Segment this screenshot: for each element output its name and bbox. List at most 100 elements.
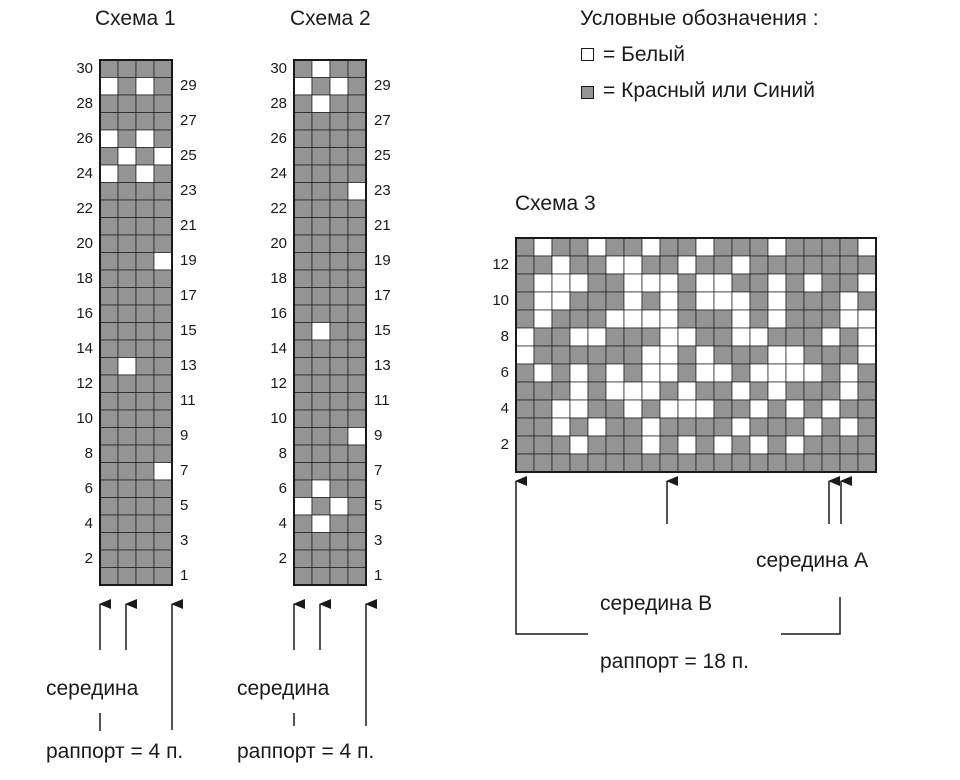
chart3-cell [515, 417, 535, 437]
chart2-cell [329, 374, 349, 393]
row-number: 19 [180, 252, 197, 269]
chart3-cell [605, 453, 625, 473]
chart3-cell [551, 237, 571, 257]
chart3-cell [623, 309, 643, 329]
row-number: 3 [374, 532, 383, 549]
chart1-cell [153, 357, 173, 376]
row-number: 4 [500, 400, 509, 417]
chart3-cell [641, 291, 661, 311]
chart1-cell [135, 392, 155, 411]
chart2-cell [347, 304, 367, 323]
row-number: 7 [180, 462, 189, 479]
chart3-cell [749, 363, 769, 383]
chart3-repeat-label: раппорт = 18 п. [600, 650, 749, 673]
chart2-cell [329, 147, 349, 166]
chart3-cell [713, 255, 733, 275]
chart3-cell [803, 435, 823, 455]
legend-white-swatch [581, 48, 594, 61]
row-number: 3 [180, 532, 189, 549]
chart2-cell [329, 59, 349, 78]
chart3-cell [605, 309, 625, 329]
chart3-cell [605, 291, 625, 311]
chart3-cell [785, 237, 805, 257]
row-number: 28 [76, 95, 93, 112]
row-number: 22 [270, 200, 287, 217]
chart2-cell [329, 444, 349, 463]
chart2-cell [347, 532, 367, 551]
chart3-cell [767, 381, 787, 401]
chart3-cell [551, 255, 571, 275]
chart2-cell [347, 339, 367, 358]
chart2-cell [347, 462, 367, 481]
chart3-cell [713, 435, 733, 455]
chart3-cell [551, 327, 571, 347]
chart1-cell [135, 94, 155, 113]
chart3-cell [587, 237, 607, 257]
chart3-cell [569, 435, 589, 455]
chart2-cell [347, 322, 367, 341]
chart3-cell [623, 453, 643, 473]
chart3-cell [749, 273, 769, 293]
chart3-cell [515, 363, 535, 383]
row-number: 29 [180, 77, 197, 94]
chart2-cell [293, 479, 313, 498]
chart3-cell [821, 291, 841, 311]
chart1-cell [135, 304, 155, 323]
chart2-cell [293, 199, 313, 218]
chart3-cell [785, 309, 805, 329]
chart2-cell [293, 322, 313, 341]
row-number: 24 [76, 165, 93, 182]
chart1-cell [99, 304, 119, 323]
chart2-cell [311, 77, 331, 96]
chart3-cell [785, 399, 805, 419]
chart1-cell [153, 392, 173, 411]
chart2-cell [329, 164, 349, 183]
chart3-cell [587, 273, 607, 293]
chart3-cell [659, 435, 679, 455]
chart1-cell [99, 269, 119, 288]
chart3-cell [713, 327, 733, 347]
chart2-cell [347, 514, 367, 533]
chart3-cell [623, 417, 643, 437]
chart3-cell [785, 417, 805, 437]
chart3-cell [713, 237, 733, 257]
chart3-cell [587, 345, 607, 365]
row-number: 12 [270, 375, 287, 392]
chart2-cell [329, 252, 349, 271]
chart3-cell [533, 255, 553, 275]
chart1-cell [99, 409, 119, 428]
chart3-cell [641, 363, 661, 383]
chart2-cell [347, 94, 367, 113]
chart3-cell [587, 453, 607, 473]
chart1-cell [117, 374, 137, 393]
chart3-cell [857, 255, 877, 275]
chart1-cell [117, 94, 137, 113]
chart1-cell [99, 567, 119, 586]
chart2-cell [329, 322, 349, 341]
chart1-cell [135, 497, 155, 516]
chart2-cell [293, 164, 313, 183]
chart1-cell [117, 112, 137, 131]
chart3-cell [515, 309, 535, 329]
chart2-cell [311, 304, 331, 323]
chart3-cell [515, 327, 535, 347]
chart3-cell [533, 309, 553, 329]
chart3-cell [515, 291, 535, 311]
chart3-cell [857, 453, 877, 473]
chart2-cell [347, 374, 367, 393]
chart3-cell [623, 291, 643, 311]
chart1-cell [153, 409, 173, 428]
row-number: 10 [270, 410, 287, 427]
chart1-cell [99, 199, 119, 218]
chart3-cell [587, 255, 607, 275]
chart2-cell [329, 549, 349, 568]
row-number: 12 [492, 256, 509, 273]
chart3-cell [785, 381, 805, 401]
chart3-cell [551, 273, 571, 293]
row-number: 14 [76, 340, 93, 357]
chart3-cell [623, 363, 643, 383]
chart2-cell [311, 339, 331, 358]
chart3-cell [857, 363, 877, 383]
chart2-cell [329, 199, 349, 218]
chart3-cell [695, 327, 715, 347]
